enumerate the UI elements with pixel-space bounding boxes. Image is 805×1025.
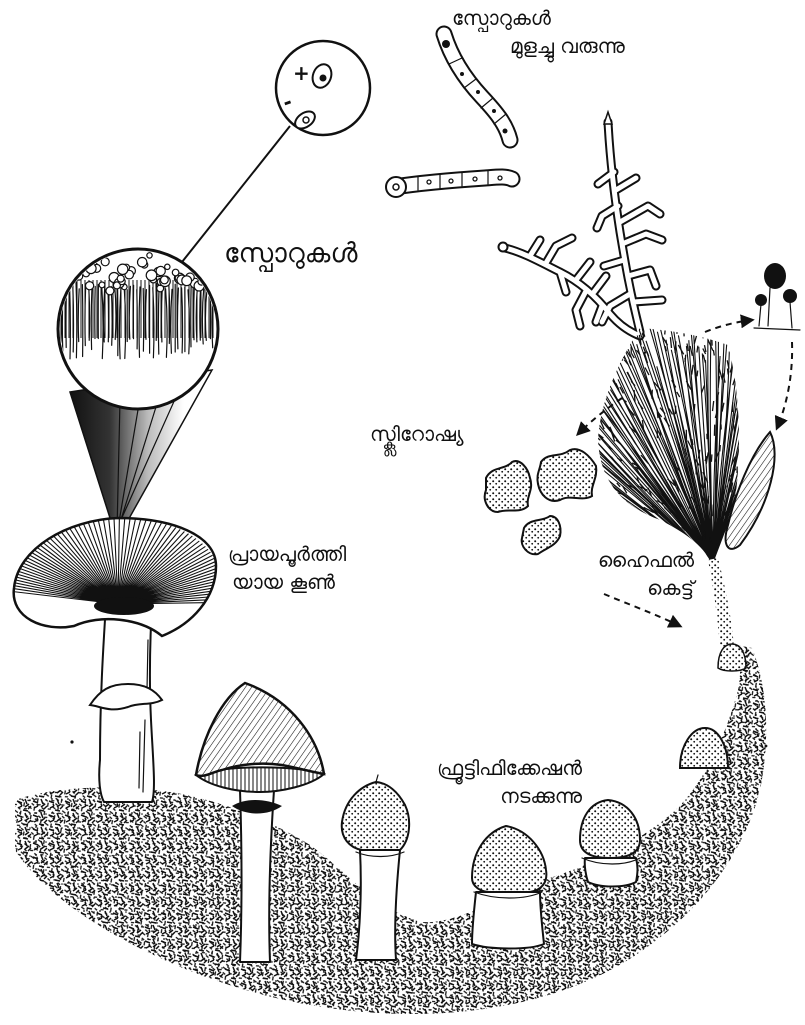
spore-cell [72,255,82,265]
young-mushroom-egg [472,826,546,949]
sclerotium [485,461,531,512]
egg-volva [472,892,544,949]
magnifier [58,126,290,540]
cell-nucleus [460,72,464,76]
spore-nucleus [442,40,450,48]
sclerotia-label: സ്ക്ലിറോഷ്യ [370,420,464,448]
tiny-dark-cap [764,263,786,289]
spore-cell [182,276,192,286]
conical-cap [196,683,324,776]
hypha-tip [604,112,612,124]
spore-cell [76,252,85,261]
mature-mushroom-label: പ്രായപൂർത്തി യായ കൂൺ [228,540,346,596]
branching-mycelium [499,112,663,336]
spore-cell [75,258,85,268]
hyphal-strand-stipple [708,558,734,648]
spores-germinate-label: സ്പോറുകൾ മുളച്ചു വരുന്നു [452,4,625,60]
young-mushroom-round [580,800,640,887]
spore-cell [204,252,214,262]
button-stem [356,850,400,960]
ink-speck [765,745,768,748]
egg-cap [472,826,546,892]
spore-cell [165,264,170,269]
cell-nucleus [476,90,480,94]
ink-speck [70,740,73,743]
arrow-to-fruiting-bodies [705,320,752,332]
sclerotia [485,449,597,554]
spore-cell [106,287,114,295]
hyphal-knot-line1: ഹൈഫൽ [594,546,694,574]
small-fruiting-bodies [754,263,800,330]
spore-cell [147,253,152,258]
spore-cell [202,270,209,277]
spore-cell [61,264,70,273]
sclerotium [522,516,561,554]
mature-mushroom-line2: യായ കൂൺ [232,568,346,596]
germinating-spore [386,177,406,197]
spore-cell [65,253,76,264]
sclerotium [537,449,596,501]
spore-cell [161,276,169,284]
fructification-line1: ഫ്രൂട്ടിഫിക്കേഷൻ [394,754,582,782]
spore-cell [156,266,165,275]
cap-center-shadow [94,597,154,615]
arrow-to-primordium [777,342,792,428]
primordium-dome [680,728,728,768]
spores-germinate-line2: മുളച്ചു വരുന്നു [510,32,625,60]
spore-cell [117,275,124,282]
spores-label: സ്പോറുകൾ [224,236,357,272]
spore-cell [146,270,157,281]
tiny-dark-cap [783,289,797,303]
hypha-origin-spore [499,243,508,252]
cell-nucleus [503,129,508,134]
cell-nucleus [492,109,496,113]
hyphal-knot-label: ഹൈഫൽ കെട്ട് [594,546,694,602]
spores-germinate-line1: സ്പോറുകൾ [452,4,625,32]
tiny-dark-cap [755,294,767,306]
spore-cell [72,263,81,272]
conical-stem [240,790,274,962]
mating-spores-circle: + - [276,41,370,135]
spore-cell [99,282,105,288]
spore-cell [86,282,94,290]
fructification-label: ഫ്രൂട്ടിഫിക്കേഷൻ നടക്കുന്നു [394,754,582,810]
round-cap [580,800,640,858]
germ-tube-horizontal [386,171,512,197]
spore-cell [118,264,128,274]
plus-spore-nucleus [320,75,327,82]
spore-cell [172,269,179,276]
plus-sign: + [293,61,310,85]
spore-cell [138,258,147,267]
mature-mushroom [10,516,220,802]
mature-mushroom-line1: പ്രായപൂർത്തി [228,540,346,568]
hyphal-knot-line2: കെട്ട് [594,574,694,602]
spore-cell [206,253,216,263]
fructification-line2: നടക്കുന്നു [394,782,582,810]
spore-cell [84,252,93,261]
